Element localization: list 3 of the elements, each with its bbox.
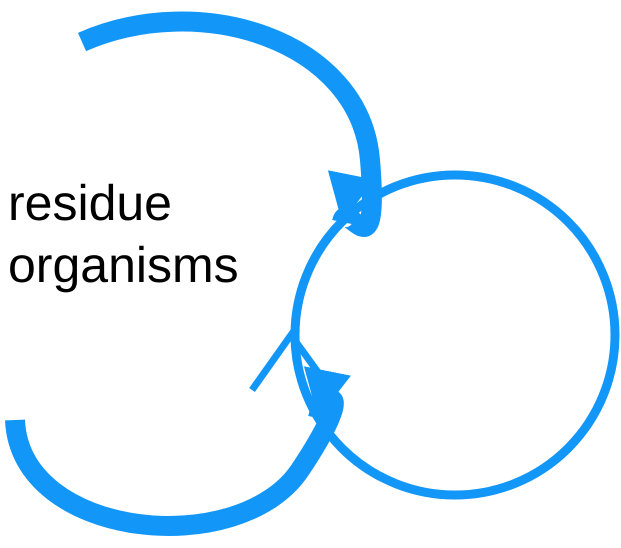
text-label: residue organisms (8, 174, 240, 295)
curved-arrow (78, 12, 383, 237)
cycle-circle (249, 170, 620, 500)
